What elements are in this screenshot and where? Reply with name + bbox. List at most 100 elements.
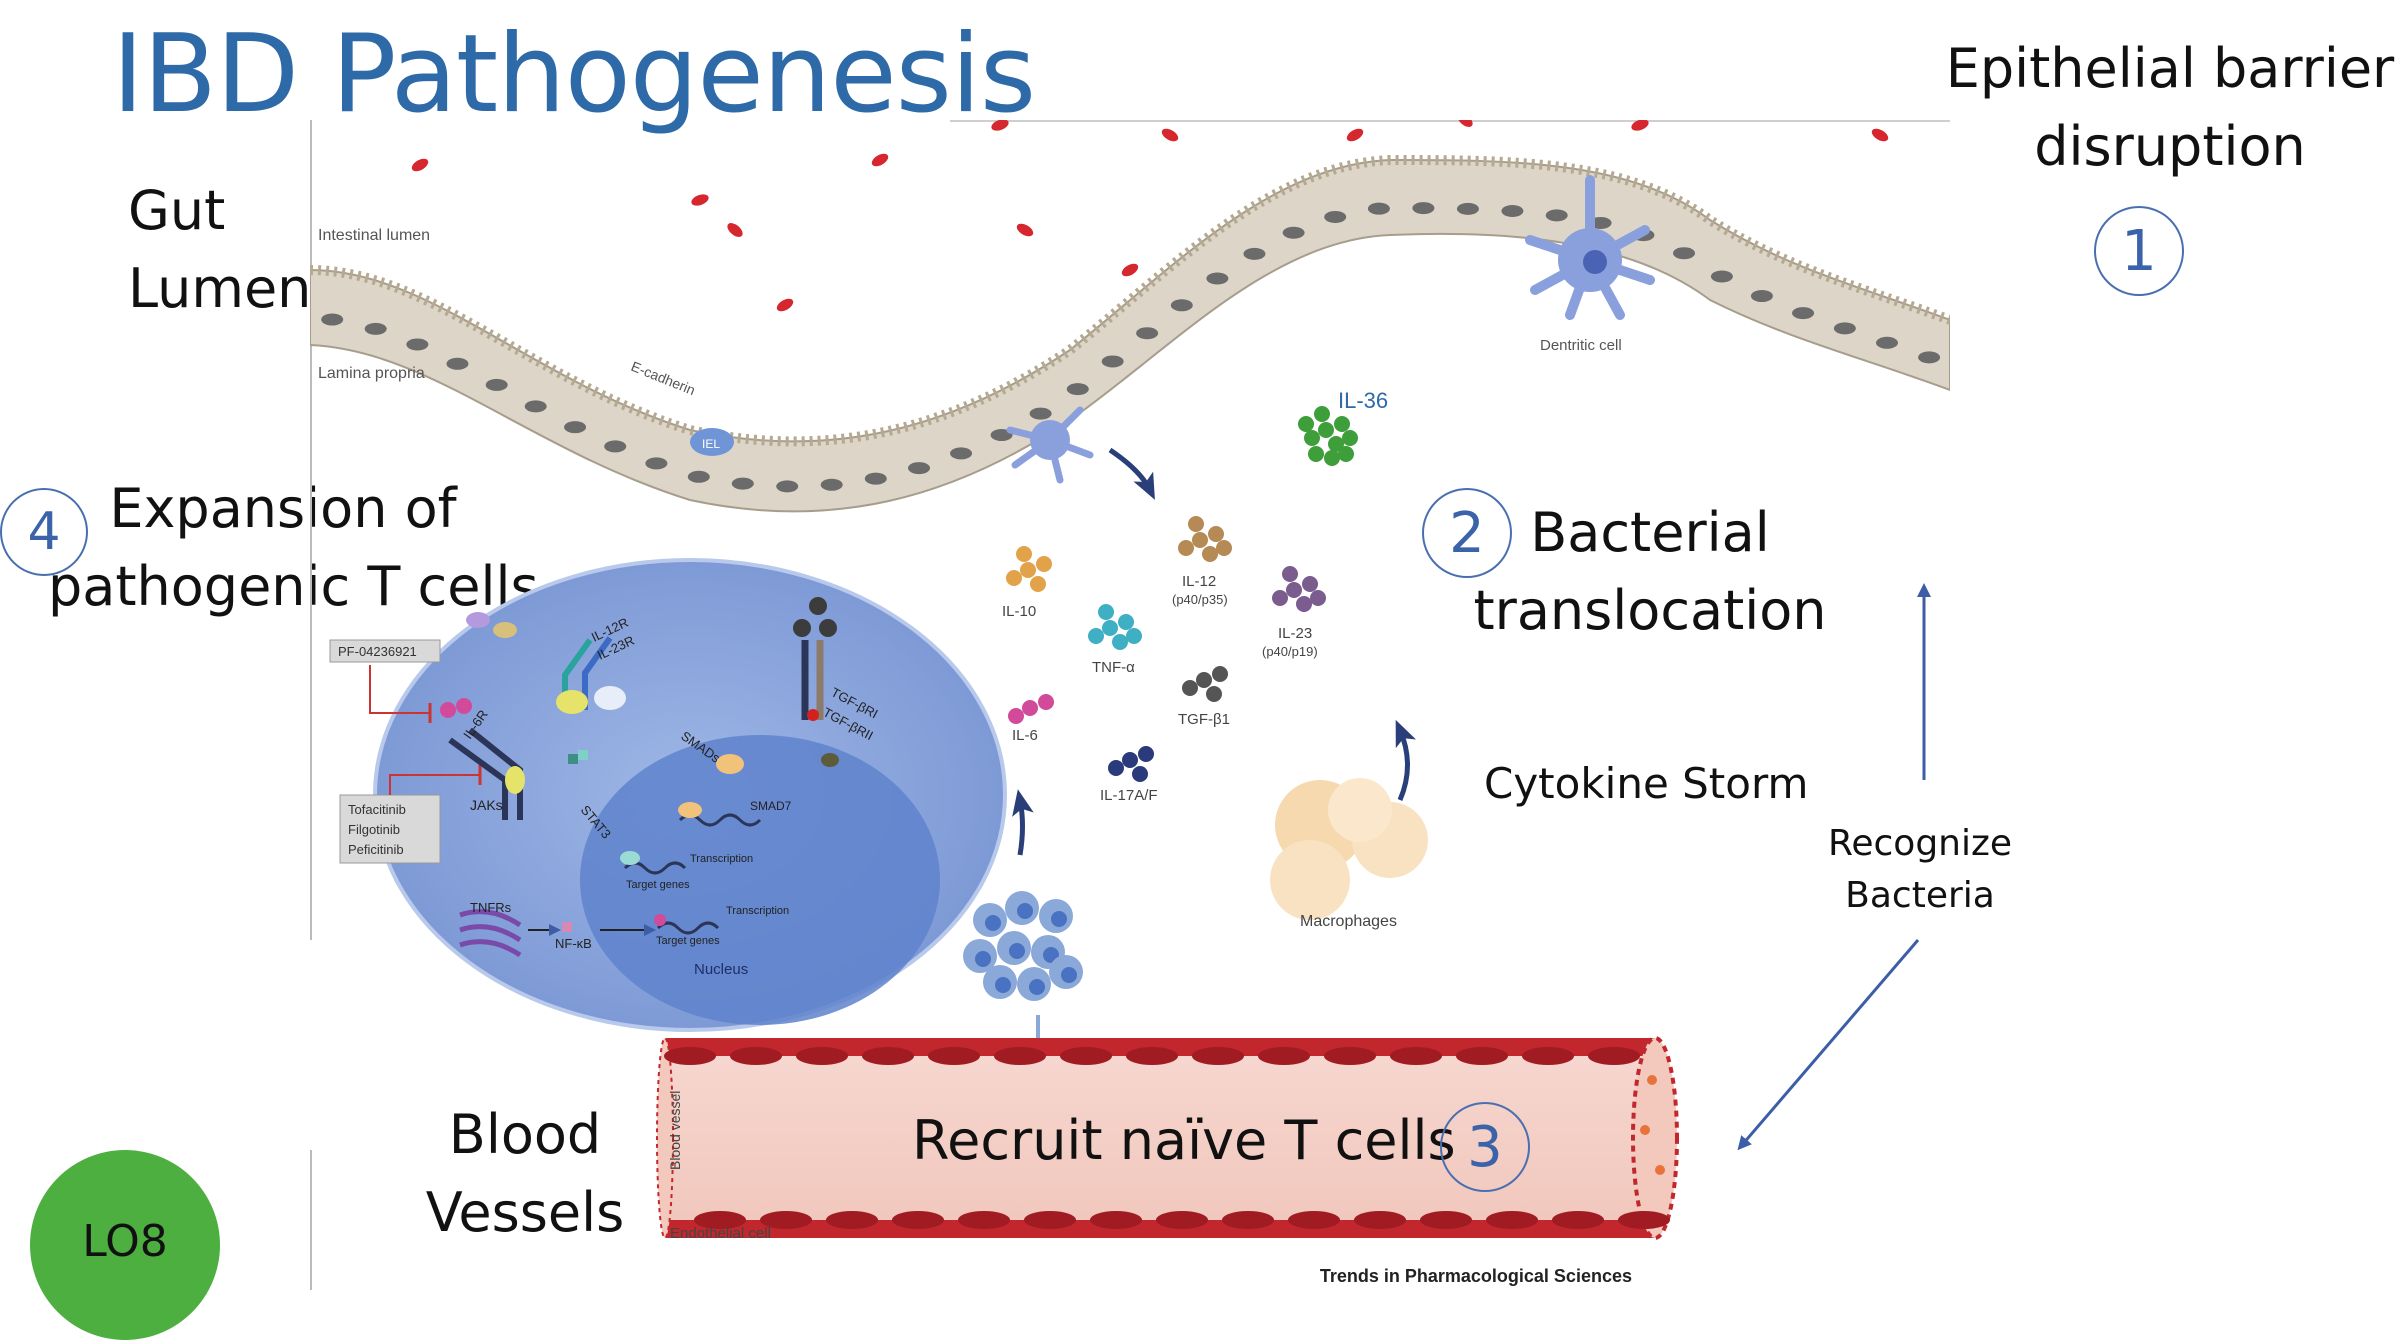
blood-vessel-label: Blood vessel [667, 1091, 683, 1170]
bacterium [1871, 128, 1889, 142]
bacterial-line1: Bacterial [1530, 501, 1770, 564]
macrophages [1270, 778, 1428, 920]
il6r-receptor [448, 727, 525, 820]
tnfa-molecule [1088, 628, 1104, 644]
recruit-label: Recruit naïve T cells [912, 1109, 1456, 1172]
epithelial-label: Epithelial barrier disruption [1940, 30, 2400, 186]
bacterium [871, 153, 889, 167]
endothelial-cell [1456, 1047, 1508, 1065]
il36-molecule [1308, 446, 1324, 462]
tnfa-molecule [1112, 634, 1128, 650]
epithelial-nucleus [1412, 202, 1435, 215]
left-divider-top [310, 120, 312, 940]
t-cell-nucleus [1051, 911, 1067, 927]
epithelial-nucleus [485, 378, 508, 391]
gut-lumen-line2: Lumen [128, 257, 312, 320]
tgfb1-molecule [1212, 666, 1228, 682]
step-2-number: 2 [1449, 500, 1485, 566]
il6-molecule [1038, 694, 1054, 710]
il6-ligand-2 [456, 698, 472, 714]
endothelial-cell [1258, 1047, 1310, 1065]
bacterium [1631, 120, 1649, 131]
il12-molecule [1208, 526, 1224, 542]
macrophage-arrow [1395, 719, 1417, 801]
epithelial-nucleus [524, 400, 547, 413]
nfkb-label: NF-κB [555, 936, 592, 951]
il36-molecule [1304, 430, 1320, 446]
bacterial-line2: translocation [1473, 579, 1827, 642]
epithelial-nucleus [908, 462, 931, 475]
il36-molecule [1324, 450, 1340, 466]
dna-segment-1 [678, 802, 762, 827]
endothelial-cell [1024, 1211, 1076, 1229]
epithelial-nucleus [406, 338, 429, 351]
recognize-line1: Recognize [1827, 823, 2013, 864]
transcription-label-2: Transcription [726, 905, 789, 917]
pf-label: PF-04236921 [338, 644, 417, 659]
il12-molecule [1192, 532, 1208, 548]
il23-label: IL-23 [1278, 625, 1312, 642]
down-left-arrow [1737, 939, 1920, 1151]
tgfb-ligand-2 [793, 619, 811, 637]
endothelial-cell [958, 1211, 1010, 1229]
endothelial-cell [892, 1211, 944, 1229]
epithelial-nucleus [1324, 210, 1347, 223]
bacterium [776, 298, 794, 312]
pf-inhibit-line [369, 665, 430, 714]
epithelial-nucleus [1876, 336, 1898, 349]
tgfb1-molecule [1196, 672, 1212, 688]
nucleus-label: Nucleus [694, 961, 748, 978]
epithelial-nucleus [820, 478, 843, 491]
t-cell-nucleus [975, 951, 991, 967]
tgfb1-label: TGF-β1 [1178, 711, 1230, 728]
il6-molecule [1008, 708, 1024, 724]
endothelial-cell [1288, 1211, 1340, 1229]
epithelial-line2: disruption [2034, 115, 2306, 178]
jaks-label: JAKs [470, 797, 503, 813]
jak-drug-2: Filgotinib [348, 822, 400, 837]
t-cell-nucleus [1043, 947, 1059, 963]
transcription-label-1: Transcription [690, 853, 753, 865]
il12-molecule [1188, 516, 1204, 532]
epithelial-nucleus [604, 440, 627, 453]
endothelial-cell [928, 1047, 980, 1065]
epithelial-nucleus [1673, 247, 1696, 260]
epithelial-nucleus [1243, 247, 1266, 260]
epithelial-nucleus [1589, 216, 1612, 229]
epithelial-nucleus [1101, 355, 1124, 368]
gut-lumen-label: Gut Lumen [128, 172, 311, 328]
left-divider-bottom [310, 1150, 312, 1290]
epithelium [310, 154, 1950, 513]
tcell-arrow-up [1012, 789, 1034, 856]
gut-lumen-line1: Gut [128, 179, 226, 242]
il36-molecule [1318, 422, 1334, 438]
epithelial-nucleus [1170, 299, 1193, 312]
il12-ligand-1 [466, 612, 490, 628]
il12-molecule [1202, 546, 1218, 562]
il12-label: IL-12 [1182, 573, 1216, 590]
il10-molecule [1020, 562, 1036, 578]
endothelial-cell [994, 1047, 1046, 1065]
epithelial-nucleus [1501, 205, 1524, 218]
dna-segment-2 [620, 851, 687, 875]
tnfa-label: TNF-α [1092, 659, 1135, 676]
endothelial-cell [1222, 1211, 1274, 1229]
il23-molecule [1272, 590, 1288, 606]
endothelial-cell [1324, 1047, 1376, 1065]
tnfa-molecule [1098, 604, 1114, 620]
il12-molecule [1216, 540, 1232, 556]
il12r-il23r-receptor [556, 636, 626, 714]
pf-box [329, 639, 441, 663]
endothelial-cell [1420, 1211, 1472, 1229]
pathogenic-t-cell [373, 558, 1007, 1032]
dendritic-cell-label: Dentritic cell [1540, 337, 1622, 354]
il17-molecule [1132, 766, 1148, 782]
il17-molecule [1122, 752, 1138, 768]
epithelial-nucleus [564, 421, 587, 434]
tnfa-molecule [1118, 614, 1134, 630]
endothelial-cell [1552, 1211, 1604, 1229]
endothelial-cell [826, 1211, 878, 1229]
il12-ligand-2 [493, 622, 517, 638]
il10-molecule [1006, 570, 1022, 586]
bacterium [1121, 263, 1139, 277]
